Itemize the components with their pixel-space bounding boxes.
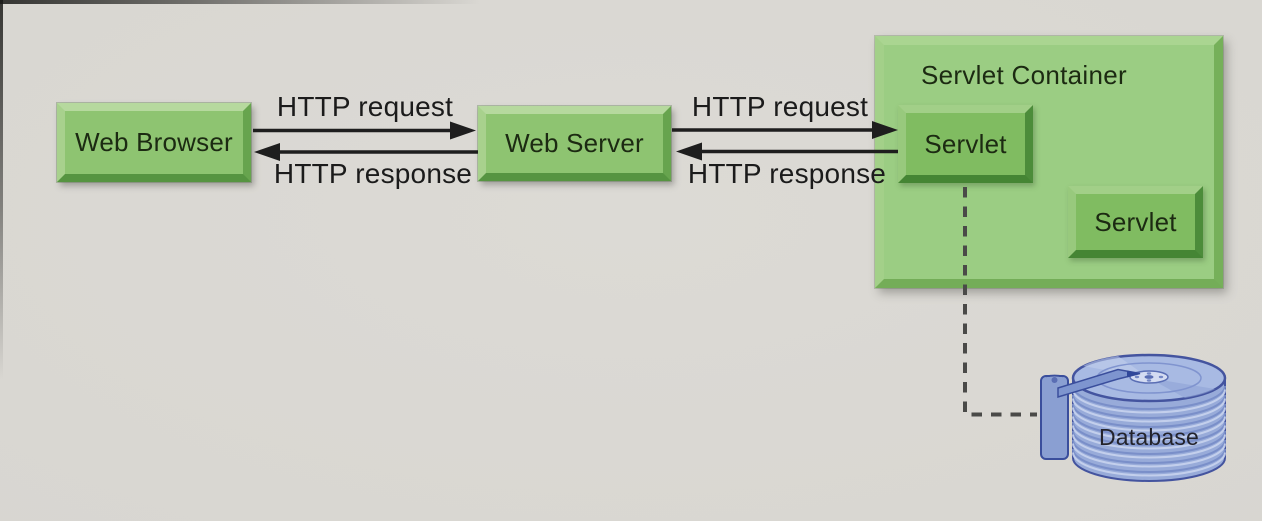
web-browser-label: Web Browser xyxy=(75,127,233,157)
servlet-bottom-label: Servlet xyxy=(1094,206,1177,237)
database-icon xyxy=(1040,353,1227,482)
servlet-container-label: Servlet Container xyxy=(921,60,1127,90)
arrowhead-right-icon xyxy=(450,121,476,140)
photo-edge-left xyxy=(0,0,3,380)
http-request-arrow-server-to-servlet xyxy=(672,121,898,139)
photo-edge-top xyxy=(0,0,480,4)
web-server-label: Web Server xyxy=(505,128,644,158)
web-browser-node: Web Browser xyxy=(57,103,251,182)
servlet-top-label: Servlet xyxy=(924,128,1007,159)
http-request-label-1: HTTP request xyxy=(276,91,454,122)
http-request-label-2: HTTP request xyxy=(691,91,869,122)
servlet-top-node: Servlet xyxy=(898,105,1033,183)
servlet-bottom-node: Servlet xyxy=(1068,186,1203,258)
database-label: Database xyxy=(1098,424,1200,450)
http-response-label-2: HTTP response xyxy=(687,158,887,189)
http-request-arrow-browser-to-server xyxy=(253,121,476,140)
http-response-label-1: HTTP response xyxy=(273,158,473,189)
web-server-node: Web Server xyxy=(478,106,671,181)
